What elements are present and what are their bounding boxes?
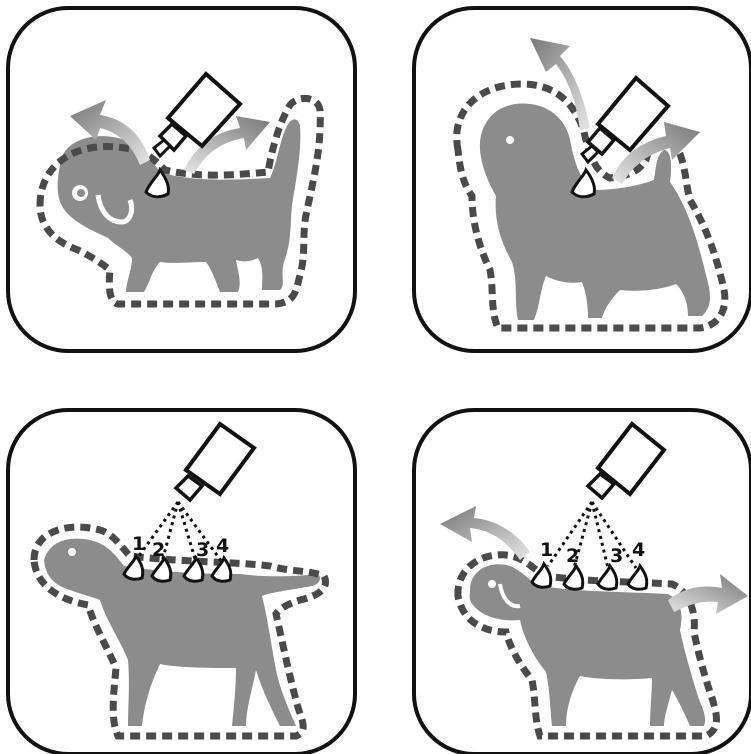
panel-terrier bbox=[414, 8, 751, 351]
spot-number-2: 2 bbox=[566, 545, 579, 567]
spot-number-4: 4 bbox=[632, 539, 645, 561]
panel-small-dog bbox=[8, 8, 355, 351]
spot-number-3: 3 bbox=[196, 539, 209, 561]
spot-number-2: 2 bbox=[152, 539, 165, 561]
spot-number-1: 1 bbox=[132, 533, 145, 555]
spot-number-3: 3 bbox=[610, 545, 623, 567]
panel-large-dog: 1 2 3 4 bbox=[8, 410, 355, 754]
spot-number-4: 4 bbox=[216, 535, 229, 557]
panel-medium-dog: 1 2 3 4 bbox=[414, 410, 751, 754]
spot-number-1: 1 bbox=[540, 539, 553, 561]
